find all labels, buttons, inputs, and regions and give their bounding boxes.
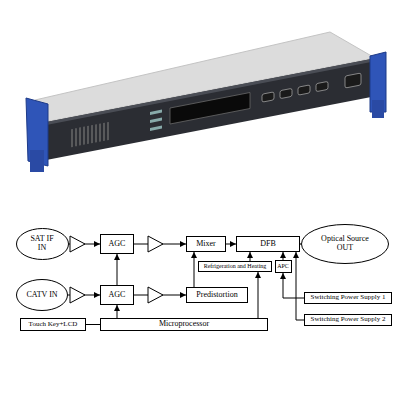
laser-box: DFB: [236, 236, 300, 252]
node-label: Microprocessor: [159, 320, 209, 329]
ellipse-shape: [17, 280, 68, 311]
control-box: Refrigeration and Heating: [198, 261, 272, 272]
ellipse-shape: [302, 225, 389, 264]
node-label: Predistortion: [196, 291, 237, 300]
node-label: DFB: [260, 240, 276, 249]
node-label: APC: [277, 263, 289, 270]
signal-line: [283, 252, 284, 260]
agc-box: AGC: [100, 234, 134, 254]
signal-line: [117, 305, 118, 318]
amplifier-symbol: [70, 236, 85, 252]
power-box: Switching Power Supply 2: [304, 314, 392, 326]
signal-line: [194, 252, 195, 287]
node-label: Optical Source OUT: [317, 235, 373, 253]
node-label: Switching Power Supply 1: [311, 294, 386, 302]
amplifier-symbol: [148, 236, 163, 252]
agc-box: AGC: [100, 285, 134, 305]
node-label: Refrigeration and Heating: [204, 263, 267, 270]
signal-line: [300, 244, 301, 245]
output-ellipse: Optical Source OUT: [301, 224, 389, 264]
amplifier-symbol: [70, 287, 85, 303]
input-circle: CATV IN: [16, 279, 68, 311]
processor-box: Microprocessor: [100, 318, 268, 331]
amplifier-symbol: [148, 287, 163, 303]
ellipse-shape: [16, 229, 68, 260]
mixer-box: Mixer: [186, 236, 226, 252]
node-label: AGC: [109, 291, 126, 300]
node-label: CATV IN: [26, 291, 57, 300]
node-label: AGC: [109, 240, 126, 249]
signal-line: [117, 254, 118, 285]
signal-line: [258, 272, 259, 318]
signal-line: [283, 273, 304, 298]
apc-box: APC: [275, 260, 292, 273]
signal-line: [226, 244, 236, 245]
device-front: [45, 58, 375, 160]
rack-foot-right: [372, 100, 384, 118]
process-box: Predistortion: [186, 287, 248, 303]
interface-box: Touch Key+LCD: [20, 318, 86, 331]
power-box: Switching Power Supply 1: [304, 292, 392, 304]
node-label: SAT IF IN: [26, 235, 58, 253]
signal-line: [296, 252, 304, 320]
rack-foot-left: [30, 150, 44, 172]
input-circle: SAT IF IN: [16, 228, 69, 260]
node-label: Mixer: [196, 240, 216, 249]
node-label: Touch Key+LCD: [29, 321, 78, 329]
signal-line: [250, 252, 251, 261]
signal-line: [86, 324, 100, 325]
node-label: Switching Power Supply 2: [311, 316, 386, 324]
